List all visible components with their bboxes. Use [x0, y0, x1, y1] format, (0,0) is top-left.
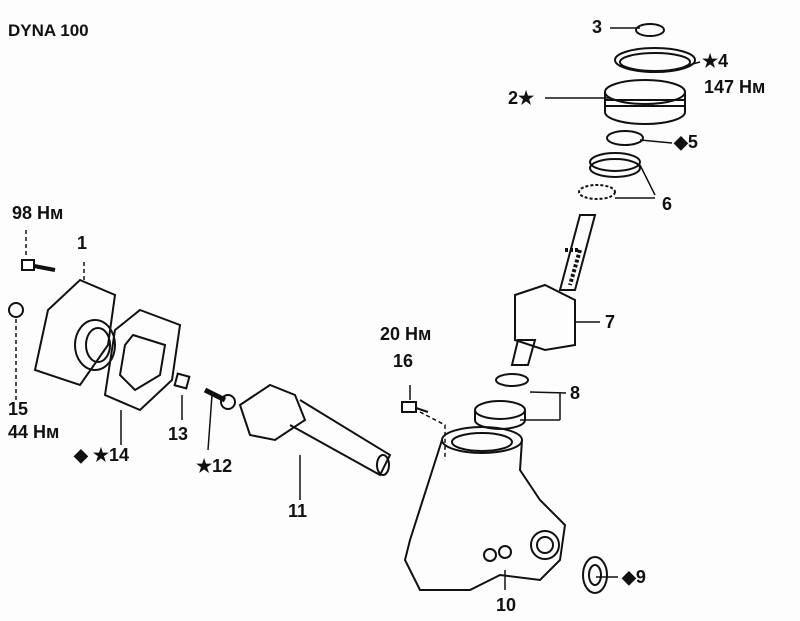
callout-13: 13	[168, 424, 189, 444]
callout-16: 16	[393, 351, 414, 371]
callout-14: ◆ ★14	[74, 445, 130, 465]
callout-2: 2★	[508, 88, 535, 108]
part-10-housing	[403, 426, 567, 591]
part-2-plug	[604, 79, 686, 125]
part-13-shim	[173, 372, 191, 390]
callout-10: 10	[496, 595, 517, 615]
part-4-ring	[614, 47, 696, 73]
callout-15-torque: 44 Нм	[8, 422, 60, 442]
callout-11: 11	[288, 501, 308, 521]
bolt-torque: 98 Нм	[12, 203, 64, 223]
part-5-seal	[606, 130, 644, 146]
part-14-gasket	[103, 308, 182, 412]
part-7-worm-shaft	[510, 214, 597, 366]
bolt	[21, 259, 56, 272]
part-9-seal	[582, 556, 608, 594]
callout-1: 1	[77, 233, 88, 253]
callout-6: 6	[662, 194, 673, 214]
leader-lines	[15, 27, 701, 590]
callout-5: ◆5	[674, 132, 698, 152]
part-3-washer	[635, 23, 665, 37]
part-12-adjust-screw	[203, 387, 236, 410]
part-1-cover	[33, 278, 117, 387]
callout-16-torque: 20 Нм	[380, 324, 432, 344]
part-16-bleeder	[401, 401, 429, 413]
callout-7: 7	[605, 312, 616, 332]
part-6-bearing-inner	[578, 184, 616, 200]
callout-4-torque: 147 Нм	[704, 77, 766, 97]
callout-8: 8	[570, 383, 581, 403]
callout-3: 3	[592, 17, 603, 37]
callout-12: ★12	[196, 456, 233, 476]
callout-4: ★4	[702, 51, 729, 71]
callout-9: ◆9	[622, 567, 646, 587]
callout-15: 15	[8, 399, 29, 419]
diagram-title: DYNA 100	[8, 21, 89, 40]
part-15-nut	[8, 302, 24, 318]
part-11-sector-shaft	[238, 383, 392, 477]
part-6-bearing-outer	[589, 152, 641, 178]
